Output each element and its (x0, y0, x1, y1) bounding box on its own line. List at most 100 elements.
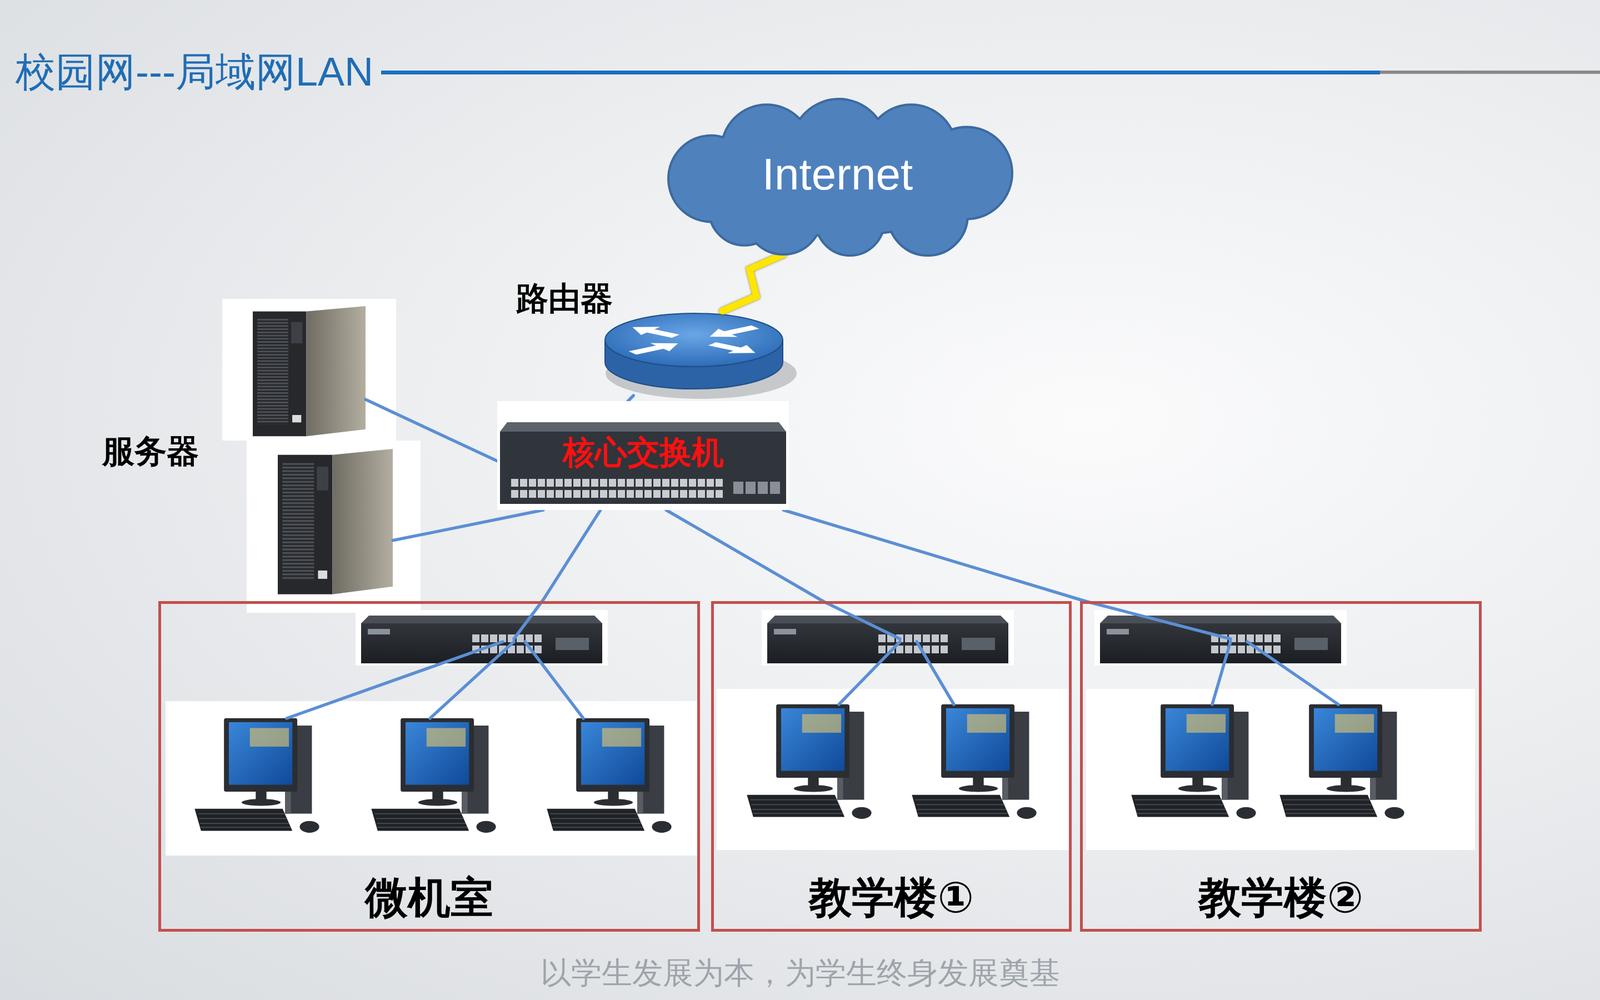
switch-port (662, 478, 670, 487)
cloud-fill (669, 100, 1012, 255)
core-switch: 核心交换机 (497, 401, 789, 510)
cable-stubs (1085, 601, 1231, 639)
uplink-port (745, 481, 756, 494)
network-cable (783, 510, 1085, 602)
node-caption: 服务器 (102, 433, 199, 469)
switch-port (680, 490, 688, 498)
router-icon (605, 313, 797, 399)
room-backgrounds (761, 610, 1014, 666)
switch-port (511, 478, 519, 487)
switch-port (555, 490, 563, 498)
room-backgrounds (165, 701, 698, 856)
switch-port (653, 490, 661, 498)
switch-port (706, 478, 714, 487)
cloud-fill-part (700, 122, 978, 235)
room-group: 微机室 (158, 601, 700, 932)
switch-port (520, 490, 528, 498)
switch-port (608, 478, 617, 487)
watermark: 以学生发展为本，为学生终身发展奠基 (0, 956, 1600, 991)
desktop-pc (746, 704, 872, 819)
node-label: 教学楼② (1198, 873, 1363, 922)
switch-port (582, 490, 590, 498)
uplink-port (757, 481, 768, 494)
switch-port (688, 490, 697, 498)
switch-port (715, 490, 723, 498)
router-icon (622, 322, 765, 357)
switch-port (555, 478, 563, 487)
switch-port (635, 478, 643, 487)
switch-port (626, 478, 634, 487)
server-tower (277, 448, 393, 595)
switch-port (644, 490, 652, 498)
cable-stubs (513, 601, 543, 639)
server-backgrounds (222, 298, 397, 441)
cable-stubs (286, 399, 1339, 719)
server-tower (252, 306, 366, 437)
cable-stubs (1247, 641, 1339, 705)
cloud-outline-part (700, 122, 978, 235)
switch-port (608, 490, 617, 498)
access-switch (361, 615, 603, 664)
server-backgrounds (222, 298, 421, 613)
room-backgrounds (1086, 688, 1475, 850)
cable-stubs (430, 641, 514, 719)
router-icon (622, 322, 685, 340)
building-group: 教学楼① (711, 601, 1072, 932)
internet-cloud: Internet (650, 94, 1025, 255)
router-icon (702, 340, 765, 358)
cable-stubs (1212, 641, 1231, 705)
switch-port (546, 478, 554, 487)
network-cable (666, 510, 823, 602)
desktop-pc (194, 718, 319, 833)
uplink-port (770, 481, 780, 494)
switch-port (697, 490, 705, 498)
desktop-pc (1279, 704, 1404, 819)
desktop-pc (1131, 704, 1256, 819)
switch-port (573, 490, 581, 498)
title-rule-grey (1380, 70, 1600, 74)
switch-port (591, 478, 599, 487)
server-node: 服务器 (252, 306, 393, 598)
title-rule (381, 70, 1380, 75)
network-cable (392, 510, 544, 541)
switch-port (662, 490, 670, 498)
switch-port (528, 490, 537, 498)
router-icon (605, 313, 783, 367)
switch-port (564, 478, 572, 487)
access-switch (1100, 615, 1342, 664)
switch-port (511, 490, 519, 498)
network-cable (627, 395, 634, 402)
node-label: 核心交换机 (562, 434, 724, 470)
node-caption: 路由器 (516, 280, 613, 317)
switch-port (635, 490, 643, 498)
switch-port (715, 478, 723, 487)
router-icon (700, 322, 765, 341)
switch-port (520, 478, 528, 487)
slide-title: 校园网---局域网LAN (15, 50, 374, 94)
cable-stubs (838, 641, 900, 705)
title-bar: 校园网---局域网LAN (15, 48, 1600, 96)
switch-port (537, 490, 545, 498)
uplink-port (733, 481, 744, 494)
switch-port (671, 478, 679, 487)
desktop-pc (911, 704, 1037, 819)
switch-port (528, 478, 537, 487)
server-backgrounds (246, 440, 421, 613)
switch-port (697, 478, 705, 487)
switch-port (617, 490, 625, 498)
switch-port (688, 478, 697, 487)
switch-port (644, 478, 652, 487)
desktop-pc (546, 718, 672, 833)
switch-port (537, 478, 545, 487)
room-backgrounds (716, 688, 1069, 850)
edge-layer (392, 254, 1085, 602)
network-cable (392, 412, 498, 462)
switch-port (600, 490, 608, 498)
switch-port (564, 490, 572, 498)
switch-port (546, 490, 554, 498)
router-icon (622, 339, 688, 358)
switch-port (582, 478, 590, 487)
cable-stubs (916, 641, 954, 705)
switch-top (500, 422, 787, 432)
